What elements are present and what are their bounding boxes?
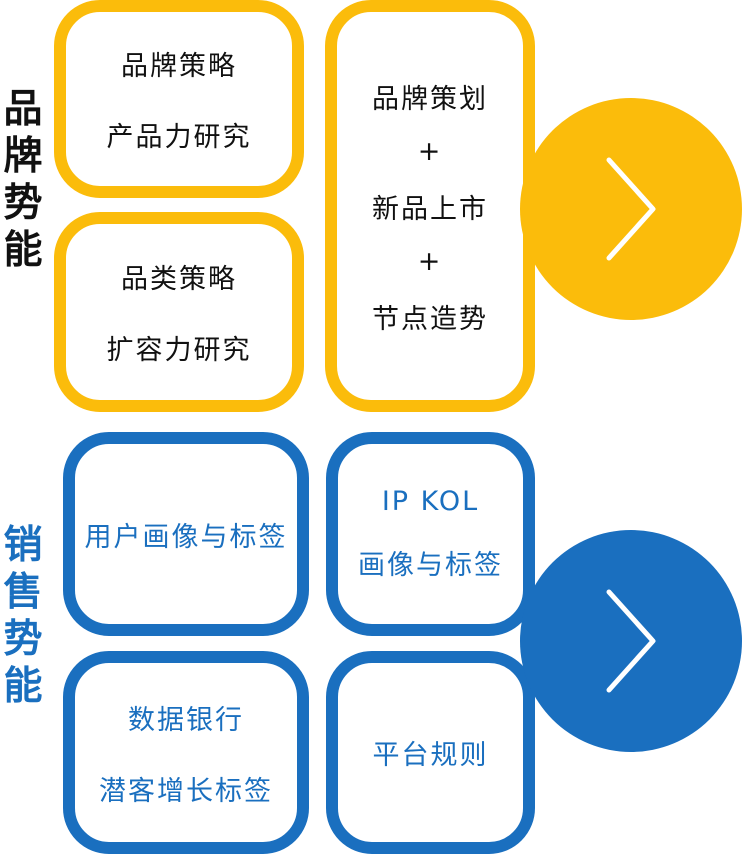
sales-side-label: 销 售 势 能 — [0, 522, 46, 710]
plus-sign: + — [417, 245, 443, 277]
brand-side-label: 品 牌 势 能 — [0, 86, 46, 274]
brand-side-char: 品 — [3, 87, 43, 132]
sales-side-char: 能 — [3, 664, 43, 709]
chevron-right-icon — [606, 157, 656, 261]
brand-side-char: 势 — [3, 181, 43, 226]
sales-side-char: 售 — [3, 570, 43, 615]
box-line: 节点造势 — [372, 303, 488, 335]
brand-planning-box: 品牌策划 + 新品上市 + 节点造势 — [325, 0, 535, 412]
brand-arrow-circle — [520, 98, 742, 320]
user-profile-box: 用户画像与标签 — [63, 432, 309, 636]
sales-side-char: 销 — [3, 523, 43, 568]
sales-side-char: 势 — [3, 617, 43, 662]
box-line: 品牌策略 — [121, 51, 237, 82]
box-line: 新品上市 — [372, 193, 488, 225]
box-line: 平台规则 — [372, 740, 489, 771]
category-strategy-box: 品类策略 扩容力研究 — [54, 212, 304, 412]
plus-sign: + — [417, 135, 443, 167]
box-line: 画像与标签 — [358, 550, 503, 581]
brand-strategy-box: 品牌策略 产品力研究 — [54, 0, 304, 198]
box-line: 扩容力研究 — [106, 335, 252, 366]
box-line: IP KOL — [381, 486, 480, 517]
brand-side-char: 牌 — [3, 134, 43, 179]
sales-arrow-circle — [520, 530, 742, 752]
box-line: 用户画像与标签 — [84, 521, 288, 553]
box-line: 数据银行 — [128, 704, 244, 736]
ip-kol-box: IP KOL 画像与标签 — [326, 432, 535, 636]
brand-side-char: 能 — [3, 228, 43, 273]
chevron-right-icon — [606, 589, 656, 693]
data-bank-box: 数据银行 潜客增长标签 — [63, 651, 309, 854]
box-line: 品类策略 — [121, 264, 237, 295]
box-line: 潜客增长标签 — [99, 775, 273, 807]
box-line: 品牌策划 — [372, 83, 488, 115]
platform-rules-box: 平台规则 — [326, 651, 535, 854]
box-line: 产品力研究 — [106, 122, 252, 153]
